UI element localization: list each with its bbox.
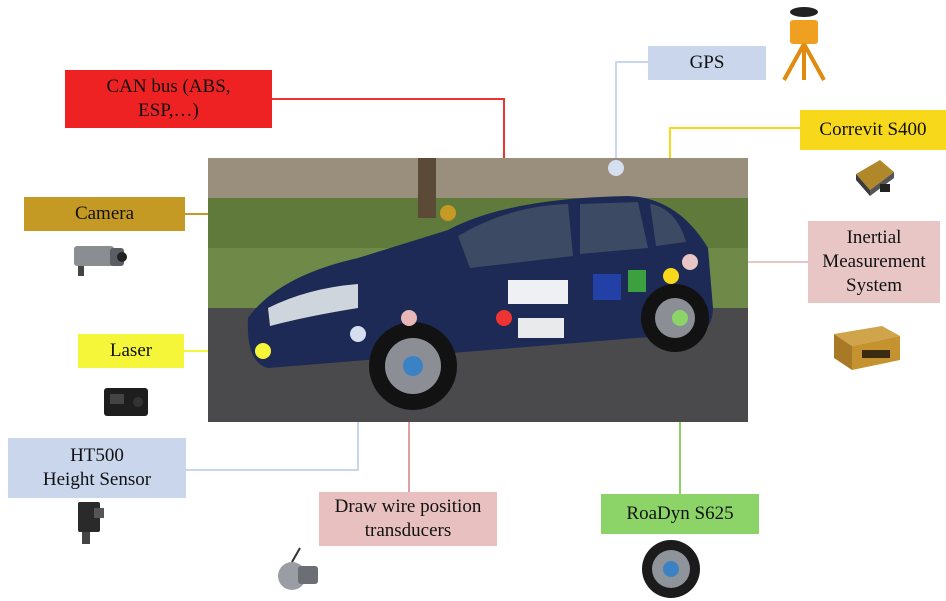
camera-label: Camera [24,197,185,231]
camera-marker [440,205,456,221]
laser-marker [255,343,271,359]
can-bus-marker [496,310,512,326]
gps-connector [615,61,648,168]
camera-icon [74,246,127,276]
roadyn-label: RoaDyn S625 [601,494,759,534]
gps-marker [608,160,624,176]
gps-tripod-icon [782,7,826,81]
correvit-label: Correvit S400 [800,110,946,150]
draw-wire-marker [401,310,417,326]
vehicle-photo [208,158,748,422]
correvit-sensor-icon [856,160,894,196]
laser-label: Laser [78,334,184,368]
roadyn-marker [672,310,688,326]
ht500-label: HT500 Height Sensor [8,438,186,498]
can-bus-label: CAN bus (ABS, ESP,…) [65,70,272,128]
laser-scanner-icon [104,388,148,416]
wheel-sensor-icon [642,540,700,598]
ims-label: Inertial Measurement System [808,221,940,303]
height-sensor-icon [78,502,104,544]
ht500-marker [350,326,366,342]
gps-label: GPS [648,46,766,80]
ims-marker [682,254,698,270]
correvit-marker [663,268,679,284]
draw-wire-icon [278,547,318,590]
draw-wire-label: Draw wire position transducers [319,492,497,546]
ims-box-icon [834,326,900,370]
